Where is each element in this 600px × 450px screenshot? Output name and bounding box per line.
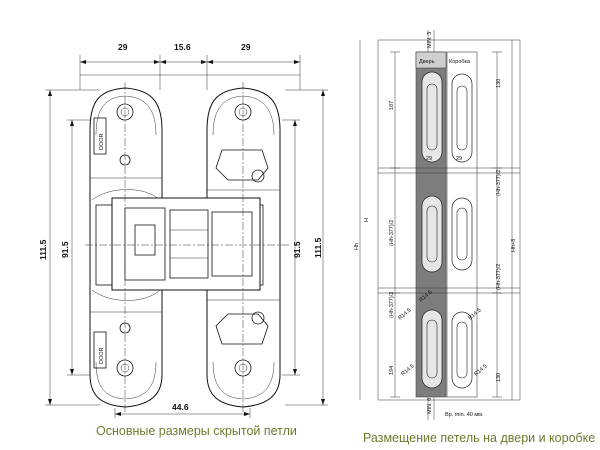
dim-bottom-width: 44.6 (172, 402, 189, 412)
left-dimensions: 111.5 91.5 (38, 89, 100, 406)
hh-label: Hh (354, 243, 360, 250)
dim-130: 130 (496, 79, 502, 88)
dim-width-right: 29 (241, 42, 251, 52)
door-header: Дверь (419, 59, 435, 65)
frame-slots (451, 73, 473, 389)
dim-29-door: 29 (426, 156, 432, 162)
door-plate-bottom: DOOR (99, 347, 105, 364)
hh-half-right-lower: (Hh-377)/2 (496, 264, 502, 290)
hh-half-left-lower: (Hh-377)/2 (389, 292, 395, 318)
dim-width-left: 29 (118, 42, 128, 52)
hh-right-label: Hh+8 (511, 239, 517, 252)
center-lines (85, 82, 290, 412)
hinge-mechanism (111, 197, 261, 291)
dim-187: 187 (389, 101, 395, 110)
frame-header: Коробка (449, 59, 471, 65)
dim-inner-height-right: 91.5 (292, 241, 302, 258)
dim-gap: 15.6 (174, 42, 191, 52)
hinge-dimension-drawing: 29 15.6 29 111.5 91.5 (38, 42, 328, 418)
door-plate-top: DOOR (99, 133, 105, 150)
top-dimensions: 29 15.6 29 (79, 42, 301, 90)
caption-right: Размещение петель на двери и коробке (363, 431, 596, 445)
dim-194: 194 (389, 366, 395, 375)
dim-total-height-right: 111.5 (313, 237, 323, 258)
door-slots (421, 71, 443, 389)
min-top-label: MIN. 3 (427, 32, 433, 48)
dim-total-height-left: 111.5 (38, 239, 48, 260)
min-bottom-label: MIN. 6 (427, 398, 433, 414)
r-label-4: R14.5 (400, 363, 415, 377)
dim-130-bottom: 130 (496, 373, 502, 382)
dim-29-frame: 29 (456, 156, 462, 162)
placement-drawing: Дверь Коробка MIN. 3 29 (354, 30, 521, 420)
caption-left: Основные размеры скрытой петли (96, 424, 297, 438)
hh-half-right: (Hh-377)/2 (496, 170, 502, 196)
hh-half-left: (Hh-377)/2 (389, 220, 395, 246)
r-label-1: R14.5 (397, 307, 412, 321)
dim-inner-height-left: 91.5 (60, 241, 70, 258)
spacing-note: Bp. min. 40 мм. (445, 412, 484, 418)
bottom-dimension: 44.6 (114, 402, 251, 418)
right-dimensions: 91.5 111.5 (282, 89, 328, 406)
h-marker: H (364, 218, 370, 222)
